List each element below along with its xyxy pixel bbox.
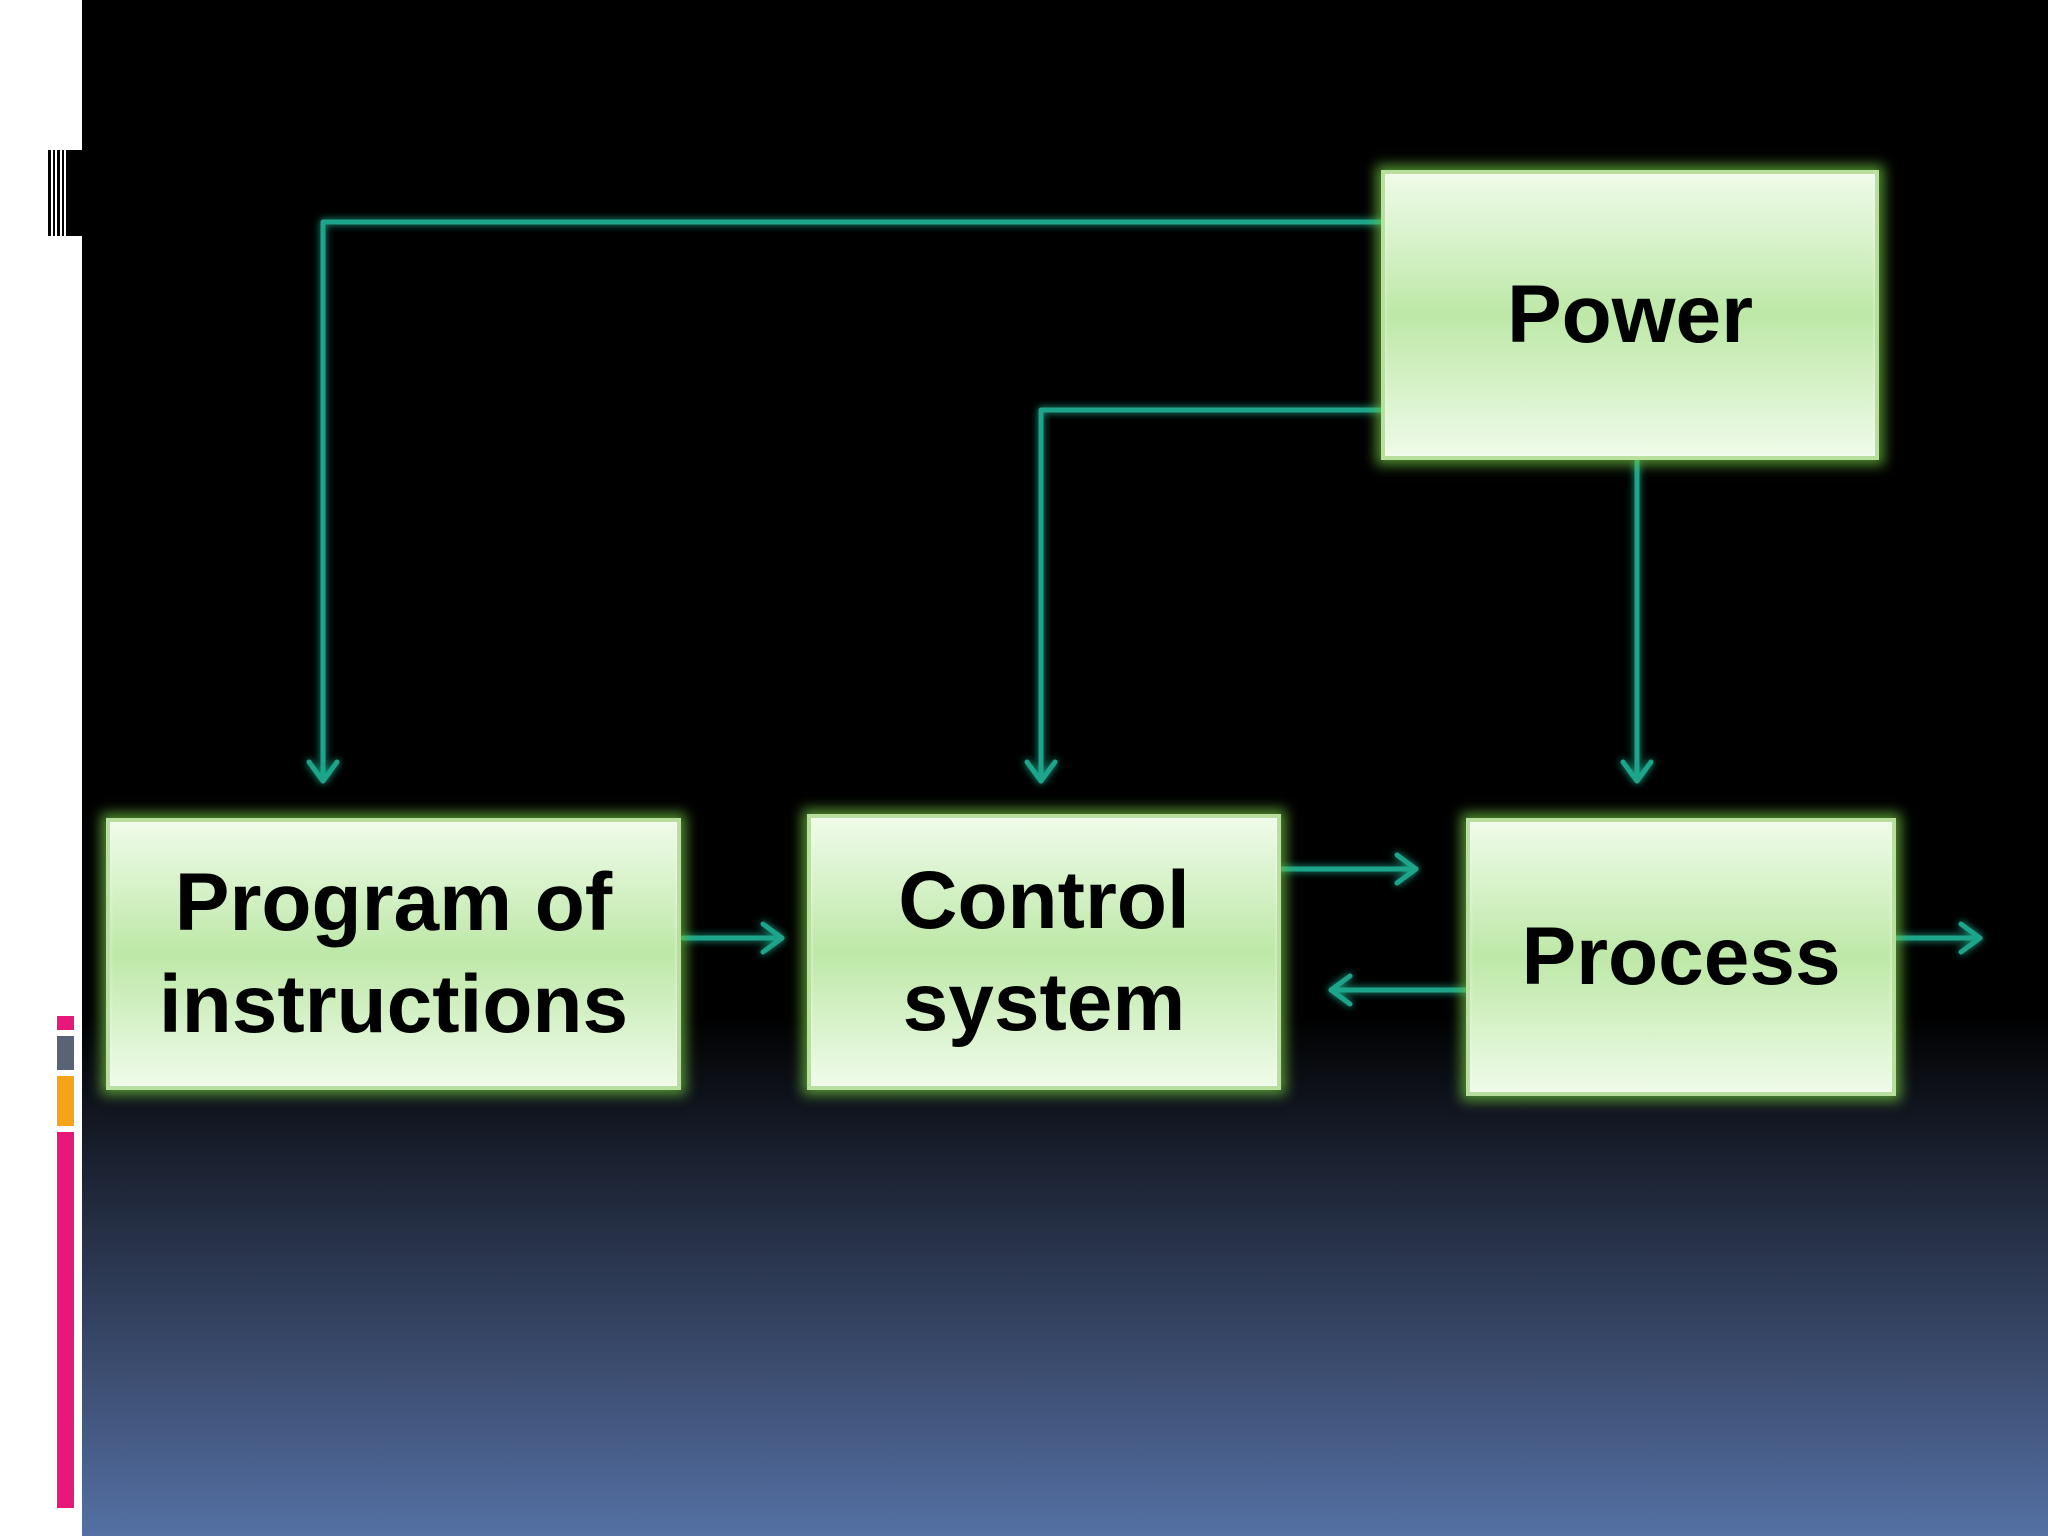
node-program-label: Program of instructions [158, 857, 629, 1050]
accent-bar-magenta-top [57, 1016, 74, 1030]
edge-power-to-program [320, 219, 1388, 784]
arrowhead-output [1958, 921, 1983, 955]
arrowhead-program-top [306, 759, 340, 784]
arrowhead-control-left [760, 921, 785, 955]
node-control-system: Control system [807, 814, 1281, 1090]
node-program-of-instructions: Program of instructions [106, 818, 681, 1090]
arrowhead-control-top [1024, 759, 1058, 784]
bars-decoration-icon [48, 150, 82, 236]
node-process-label: Process [1521, 911, 1841, 1003]
arrowhead-control-right [1328, 973, 1353, 1007]
accent-bar-magenta [57, 1132, 74, 1508]
accent-bar-slate [57, 1036, 74, 1070]
node-process: Process [1466, 818, 1896, 1096]
slide-left-margin [0, 0, 82, 1536]
node-power: Power [1381, 170, 1879, 460]
arrowhead-process-top [1620, 759, 1654, 784]
node-control-label: Control system [898, 855, 1190, 1048]
accent-bar-orange [57, 1076, 74, 1126]
edge-power-to-control [1038, 407, 1388, 784]
node-power-label: Power [1506, 269, 1754, 361]
arrowhead-process-left [1394, 852, 1419, 886]
